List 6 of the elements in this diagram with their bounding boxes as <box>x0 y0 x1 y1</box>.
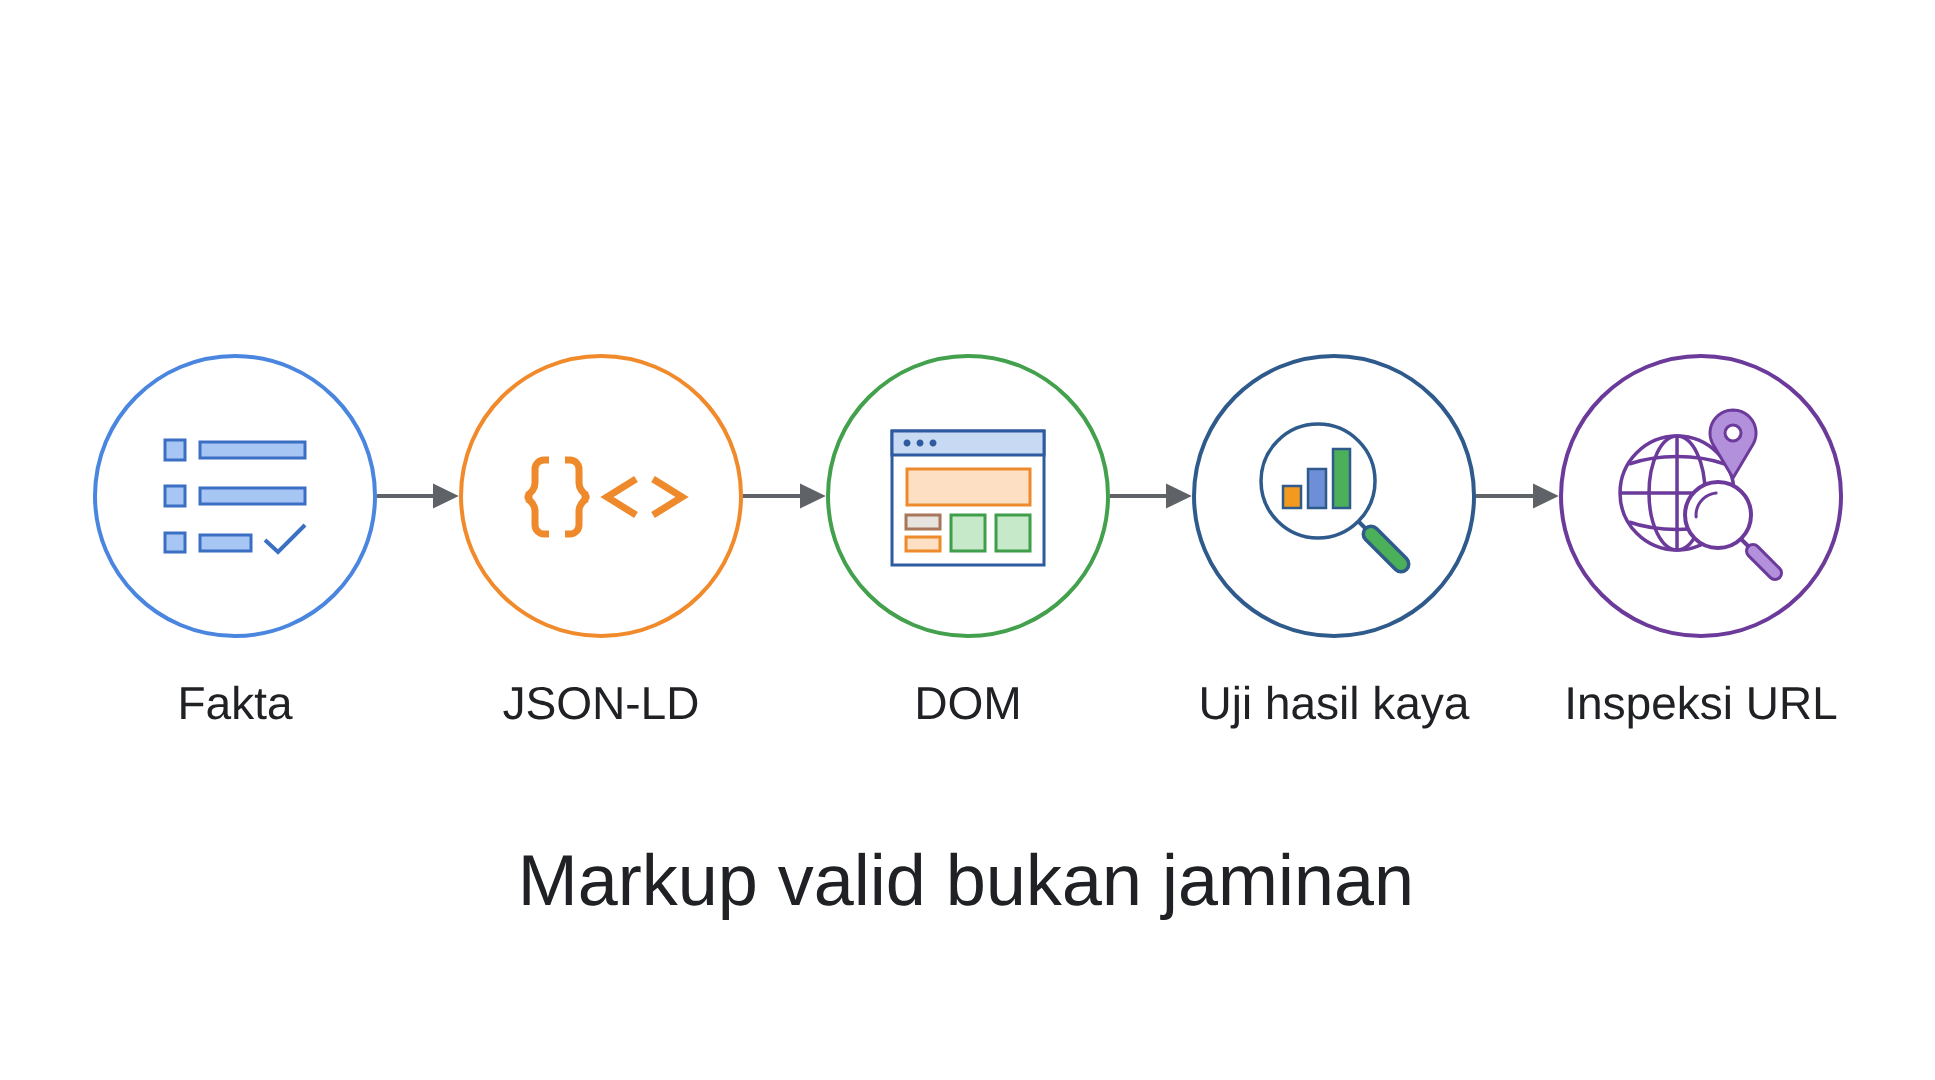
step-label: JSON-LD <box>503 686 698 720</box>
step-label: DOM <box>918 686 1018 720</box>
caption: Markup valid bukan jaminan <box>523 852 1410 920</box>
step-label: Uji hasil kaya <box>1202 685 1470 729</box>
step-label: Fakta <box>181 685 293 720</box>
step-label: Inspeksi URL <box>1568 685 1837 729</box>
